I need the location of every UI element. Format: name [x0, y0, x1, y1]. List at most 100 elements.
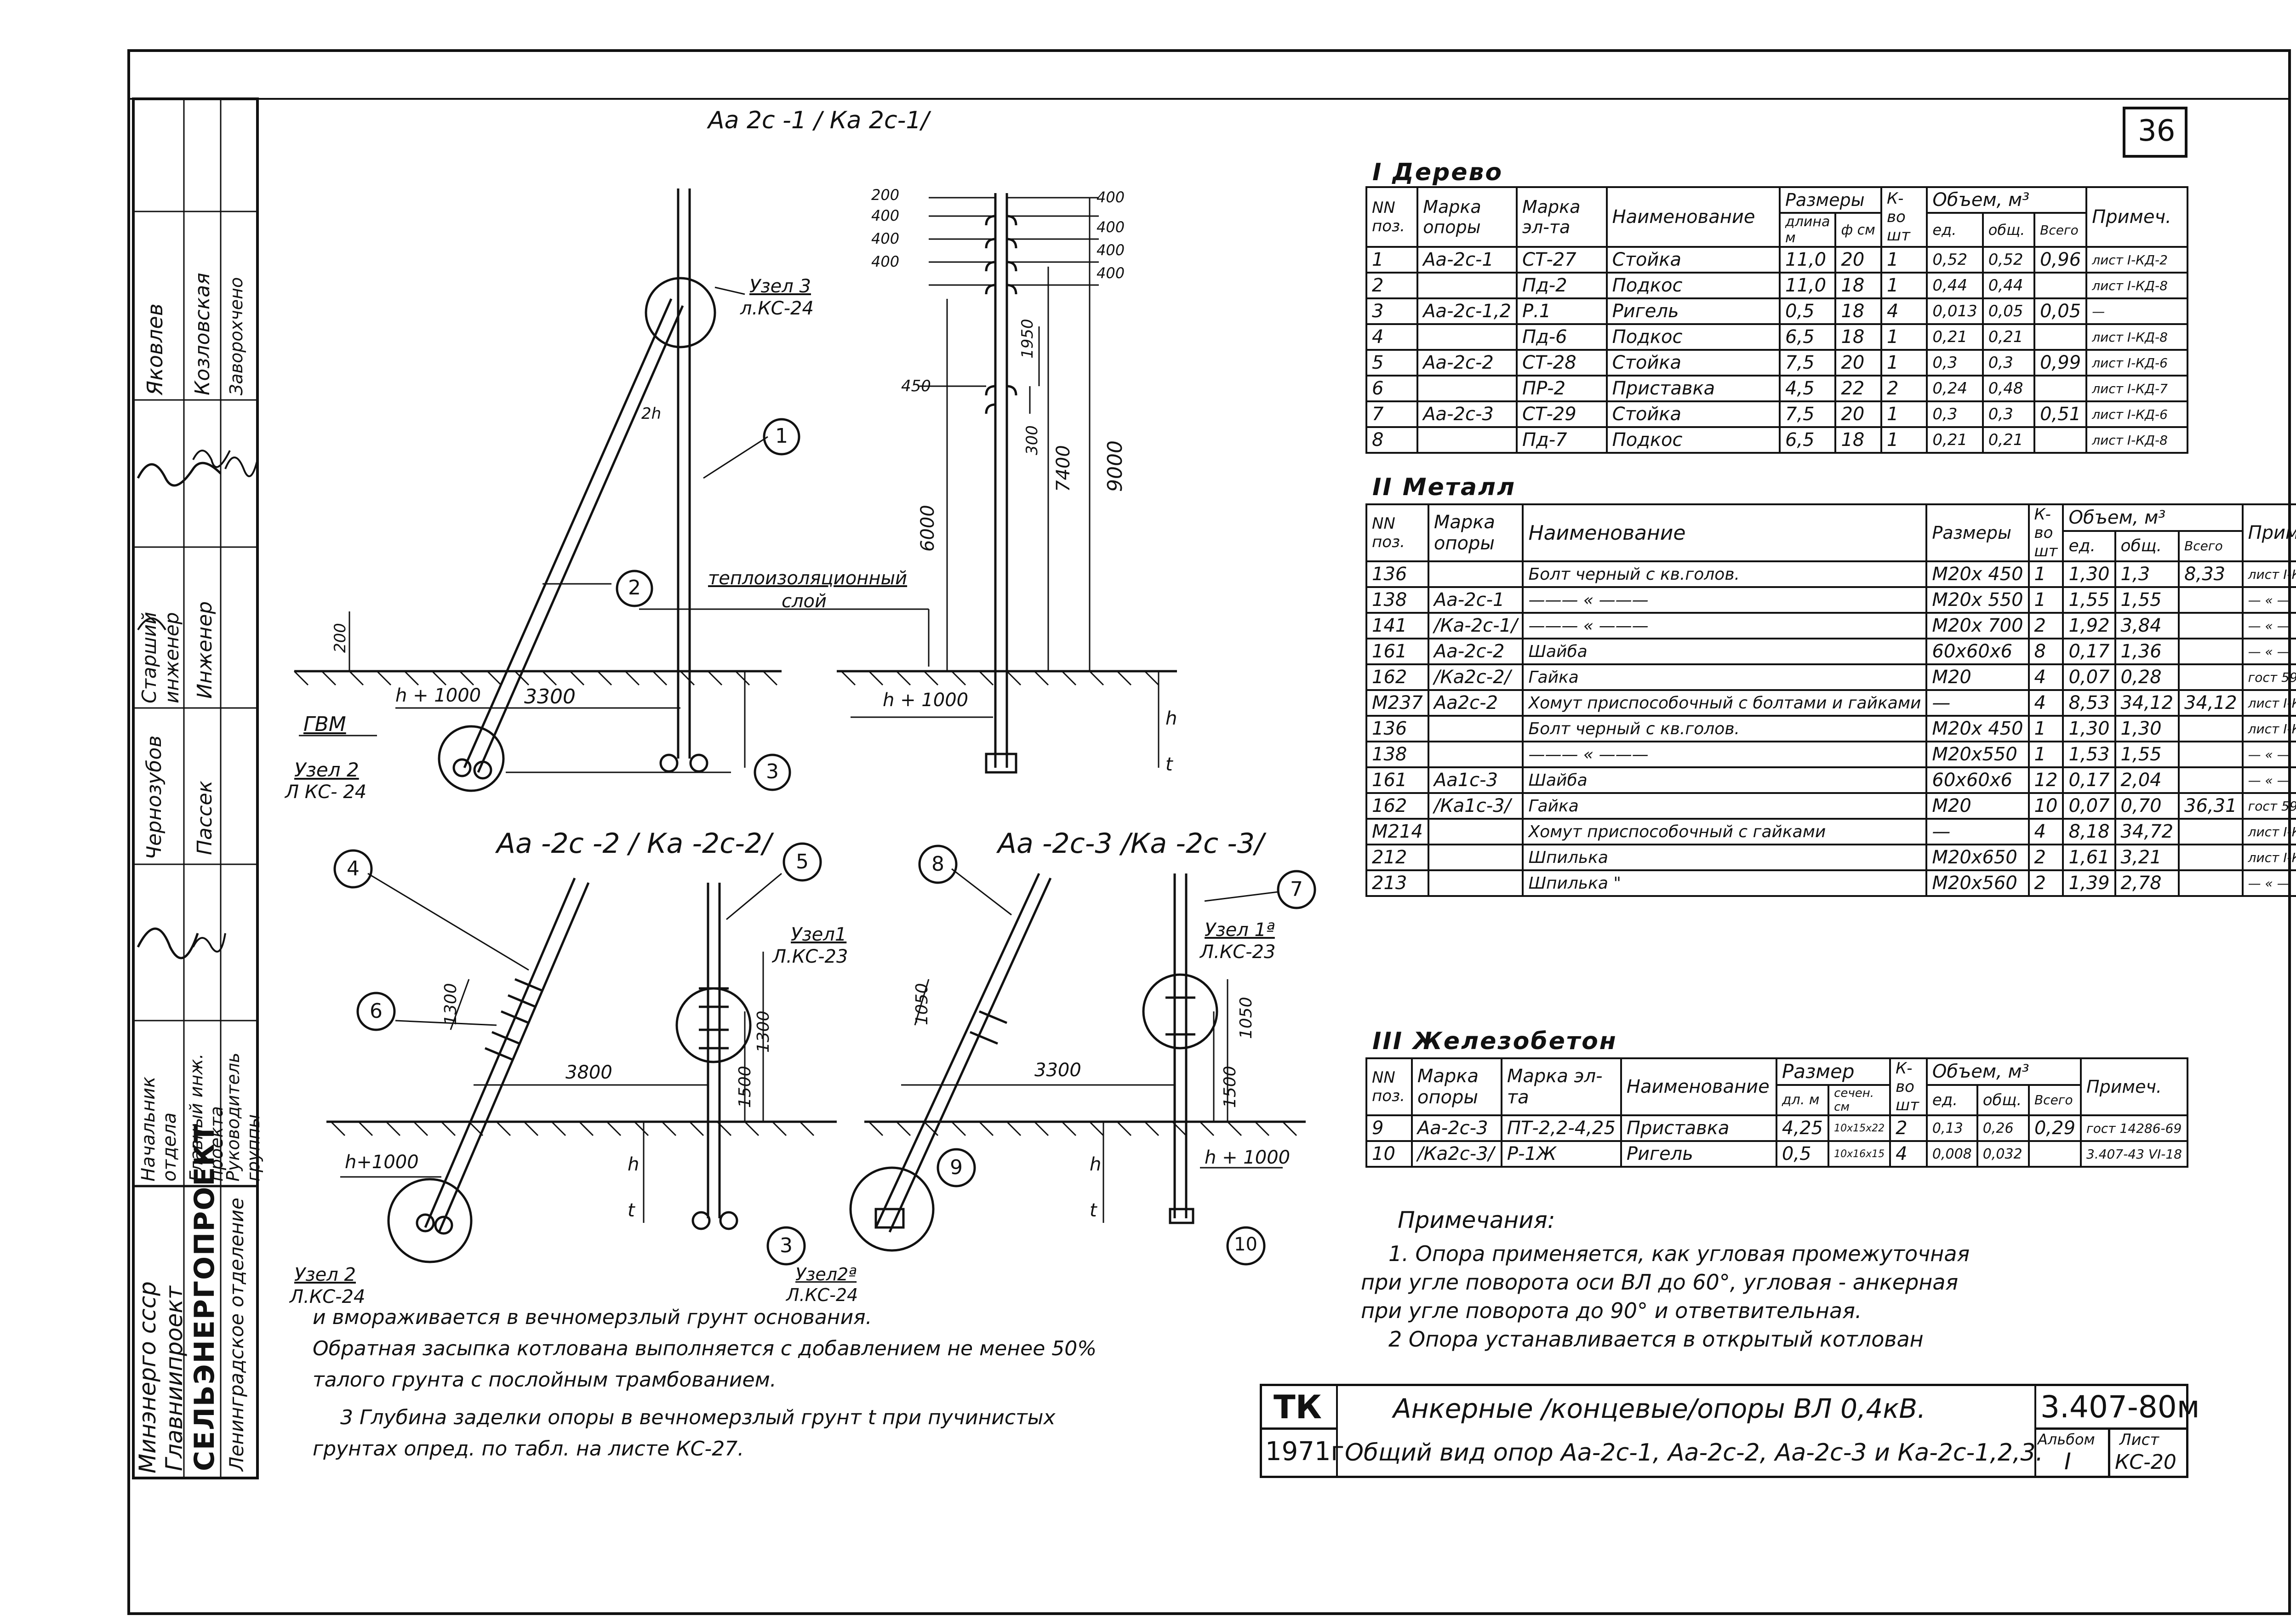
- dim-2h: 2h: [641, 405, 662, 423]
- wood-cell: 6,5: [1779, 426, 1837, 454]
- wood-section-title: I Дерево: [1372, 159, 1503, 186]
- dim-1950-vert: 1950: [1018, 319, 1037, 359]
- wood-cell: 20: [1834, 246, 1882, 274]
- side-org-1: Минэнерго ссср: [134, 1281, 161, 1473]
- wood-h-name: Наименование: [1605, 186, 1781, 248]
- metal-cell: [2178, 586, 2244, 614]
- metal-cell: 36,31: [2178, 792, 2244, 820]
- tb-album: I: [2064, 1448, 2071, 1475]
- metal-cell: 0,70: [2114, 792, 2180, 820]
- metal-cell: 1,55: [2114, 741, 2180, 768]
- tb-title-2: Общий вид опор Аа-2с-1, Аа-2с-2, Аа-2с-3…: [1345, 1439, 2044, 1467]
- node3-title: Узел 3: [749, 276, 811, 297]
- wood-cell: лист I-КД-8: [2085, 323, 2188, 351]
- wood-cell: 6,5: [1779, 323, 1837, 351]
- concrete-cell: /Ка2с-3/: [1411, 1140, 1502, 1168]
- concrete-cell: Аа-2с-3: [1411, 1114, 1502, 1142]
- metal-cell: — « —: [2241, 869, 2296, 897]
- side-name-2: Пассек: [193, 780, 217, 855]
- dim-h1000-br: h + 1000: [1205, 1147, 1291, 1168]
- wood-cell: Аа-2с-3: [1416, 400, 1518, 428]
- metal-cell: 141: [1365, 612, 1429, 639]
- wood-cell: Аа-2с-2: [1416, 349, 1518, 377]
- metal-cell: /Ка2с-2/: [1427, 663, 1524, 691]
- metal-cell: 0,28: [2114, 663, 2180, 691]
- metal-cell: М237: [1365, 689, 1429, 717]
- metal-cell: 34,72: [2114, 818, 2180, 845]
- dim-450: 450: [901, 377, 931, 395]
- metal-cell: [1427, 715, 1524, 742]
- metal-cell: М214: [1365, 818, 1429, 845]
- wood-cell: [2033, 272, 2088, 299]
- metal-cell: 60х60х6: [1925, 638, 2030, 665]
- node2-title: Узел 2: [294, 759, 359, 781]
- conc-h-mark: Марка опоры: [1411, 1057, 1502, 1116]
- dim-6000-vert: 6000: [917, 505, 938, 552]
- wood-cell: ПР-2: [1515, 375, 1608, 402]
- wood-cell: лист I-КД-2: [2085, 246, 2188, 274]
- metal-cell: 3,21: [2114, 844, 2180, 871]
- metal-cell: — « —: [2241, 741, 2296, 768]
- drawing-title-bottom-right: Аа -2с-3 /Ка -2с -3/: [998, 828, 1264, 860]
- callout-1: 1: [775, 424, 788, 448]
- metal-h-vol: Объем, м³: [2062, 503, 2244, 532]
- concrete-table: NN поз. Марка опоры Марка эл-та Наименов…: [1365, 1057, 2188, 1168]
- wood-cell: 0,21: [1926, 323, 1984, 351]
- wood-cell: Аа-2с-1: [1416, 246, 1518, 274]
- wood-cell: [1416, 375, 1518, 402]
- gvm-label: ГВМ: [303, 713, 346, 736]
- wood-cell: —: [2085, 297, 2188, 325]
- wood-cell: [1416, 426, 1518, 454]
- wood-cell: лист I-КД-6: [2085, 400, 2188, 428]
- conc-h-size: Размер: [1775, 1057, 1891, 1086]
- metal-cell: [2178, 766, 2244, 794]
- wood-cell: 0,44: [1926, 272, 1984, 299]
- metal-cell: 1: [2028, 741, 2064, 768]
- metal-cell: Шпилька: [1522, 844, 1928, 871]
- wood-cell: 3: [1365, 297, 1419, 325]
- wood-cell: 11,0: [1779, 272, 1837, 299]
- tb-sheet-label: Лист: [2119, 1431, 2159, 1449]
- concrete-cell: 0,5: [1775, 1140, 1830, 1168]
- metal-cell: 8,33: [2178, 560, 2244, 588]
- metal-cell: 8,18: [2062, 818, 2116, 845]
- node1a-ref: Л.КС-23: [1200, 942, 1276, 963]
- wood-cell: 1: [1365, 246, 1419, 274]
- metal-cell: /Ка1с-3/: [1427, 792, 1524, 820]
- conc-h-unit: ед.: [1925, 1084, 1978, 1117]
- dim-h-br: h: [1090, 1154, 1102, 1175]
- metal-cell: гост 5915-70: [2241, 663, 2296, 691]
- metal-cell: 136: [1365, 715, 1429, 742]
- side-name-5: Заворохчено: [226, 277, 246, 395]
- metal-h-qty: К-во шт: [2028, 503, 2064, 562]
- metal-cell: гост 5915-70: [2241, 792, 2296, 820]
- metal-cell: 1: [2028, 586, 2064, 614]
- wood-cell: 0,44: [1982, 272, 2036, 299]
- metal-cell: Аа2с-2: [1427, 689, 1524, 717]
- node2-ref: Л КС- 24: [285, 782, 367, 803]
- wood-cell: 0,52: [1926, 246, 1984, 274]
- metal-cell: [2178, 638, 2244, 665]
- metal-cell: 2: [2028, 612, 2064, 639]
- wood-cell: СТ-27: [1515, 246, 1608, 274]
- metal-cell: 1,61: [2062, 844, 2116, 871]
- conc-h-total: общ.: [1976, 1084, 2030, 1117]
- side-org-4: Ленинградское отделение: [225, 1198, 248, 1471]
- metal-cell: ——— « ———: [1522, 741, 1928, 768]
- wood-cell: Приставка: [1605, 375, 1781, 402]
- left-dim-200: 200: [871, 186, 900, 204]
- metal-cell: Болт черный с кв.голов.: [1522, 560, 1928, 588]
- metal-cell: — « —: [2241, 586, 2296, 614]
- wood-cell: 0,05: [2033, 297, 2088, 325]
- concrete-cell: [2028, 1140, 2082, 1168]
- wood-h-unit: ед.: [1926, 212, 1984, 248]
- metal-cell: Шпилька ": [1522, 869, 1928, 897]
- wood-cell: 1: [1880, 323, 1928, 351]
- node2a-ref: Л.КС-24: [786, 1285, 858, 1305]
- wood-cell: Ригель: [1605, 297, 1781, 325]
